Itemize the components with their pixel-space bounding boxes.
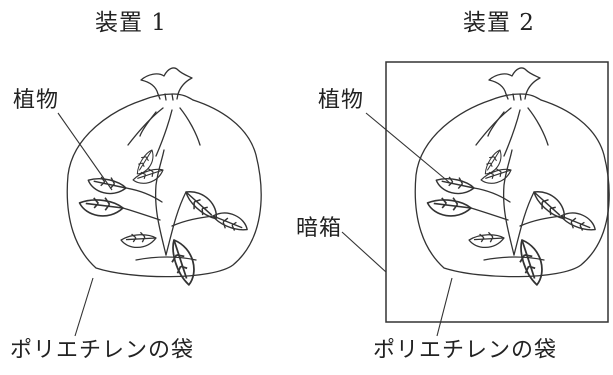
plant-label-2: 植物 (318, 88, 365, 113)
dark-box (385, 61, 609, 323)
apparatus-2-title: 装置 2 (463, 10, 535, 36)
leader-plant-2 (365, 112, 451, 184)
plant-label-1: 植物 (13, 88, 60, 113)
leader-dark-box (341, 231, 387, 273)
polyethylene-bag-label-1: ポリエチレンの袋 (10, 338, 195, 363)
apparatus-1-drawing (66, 67, 262, 289)
leader-bag-2 (436, 277, 453, 337)
leader-plant-1 (57, 112, 113, 191)
polyethylene-bag-label-2: ポリエチレンの袋 (373, 338, 558, 363)
apparatus-1-title: 装置 1 (95, 10, 167, 36)
dark-box-label: 暗箱 (296, 216, 343, 241)
leader-bag-1 (74, 277, 94, 337)
